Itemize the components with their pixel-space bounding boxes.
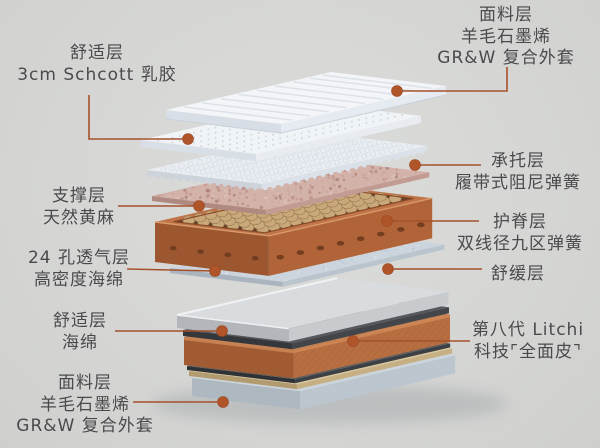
callout-vent-foam: 24 孔透气层 高密度海绵 bbox=[9, 248, 149, 291]
marker-dot bbox=[391, 85, 403, 97]
callout-comfort-latex: 舒适层 3cm Schcott 乳胶 bbox=[12, 43, 182, 86]
callout-fabric-cover-bottom: 面料层 羊毛石墨烯 GR&W 复合外套 bbox=[4, 373, 166, 438]
callout-text-line: 天然黄麻 bbox=[43, 207, 115, 228]
leader-lines bbox=[88, 67, 508, 408]
callout-spine-spring: 护脊层 双线径九区弹簧 bbox=[440, 212, 600, 255]
callout-litchi-base: 第八代 Litchi 科技⌜全面皮⌝ bbox=[452, 320, 600, 363]
callout-support-jute: 支撑层 天然黄麻 bbox=[19, 186, 139, 229]
callout-text-line: GR&W 复合外套 bbox=[437, 48, 575, 68]
callout-text-line: 护脊层 bbox=[493, 212, 547, 232]
callout-fabric-cover-top: 面料层 羊毛石墨烯 GR&W 复合外套 bbox=[421, 5, 591, 70]
leader-line bbox=[126, 268, 216, 272]
marker-dot bbox=[347, 335, 359, 347]
marker-dot bbox=[409, 159, 421, 171]
callout-text-line: 面料层 bbox=[479, 5, 533, 25]
callout-text-line: 羊毛石墨烯 bbox=[40, 394, 130, 415]
layer-damper-spring-layer bbox=[147, 132, 427, 191]
marker-dot bbox=[217, 396, 229, 408]
callout-text-line: 24 孔透气层 bbox=[27, 248, 131, 268]
callout-text-line: 支撑层 bbox=[52, 186, 106, 206]
callout-text-line: 舒缓层 bbox=[491, 264, 545, 284]
marker-dot bbox=[381, 215, 393, 227]
callout-text-line: 履带式阻尼弹簧 bbox=[455, 172, 581, 193]
leader-line bbox=[88, 95, 188, 140]
callout-text-line: 面料层 bbox=[58, 373, 112, 393]
marker-dot bbox=[182, 133, 194, 145]
callout-text-line: 科技⌜全面皮⌝ bbox=[474, 341, 582, 362]
layer-sponge-comfort-layer bbox=[176, 277, 449, 342]
callout-text-line: 第八代 Litchi bbox=[471, 320, 585, 340]
callout-soothing: 舒缓层 bbox=[458, 264, 578, 286]
callout-comfort-sponge: 舒适层 海绵 bbox=[20, 311, 140, 354]
callout-text-line: 羊毛石墨烯 bbox=[461, 26, 551, 47]
callout-text-line: 高密度海绵 bbox=[34, 269, 124, 290]
marker-dot bbox=[209, 265, 221, 277]
callout-text-line: 舒适层 bbox=[53, 311, 107, 331]
callout-text-line: 双线径九区弹簧 bbox=[457, 233, 583, 254]
callout-text-line: 舒适层 bbox=[70, 43, 124, 63]
marker-dot bbox=[193, 200, 205, 212]
marker-dot bbox=[382, 263, 394, 275]
callout-text-line: 承托层 bbox=[491, 151, 545, 171]
callout-text-line: GR&W 复合外套 bbox=[16, 416, 154, 436]
callout-text-line: 3cm Schcott 乳胶 bbox=[17, 64, 177, 85]
callout-text-line: 海绵 bbox=[62, 332, 98, 353]
callout-bearing-damper: 承托层 履带式阻尼弹簧 bbox=[436, 151, 600, 194]
leader-line bbox=[397, 67, 508, 92]
marker-dot bbox=[216, 325, 228, 337]
